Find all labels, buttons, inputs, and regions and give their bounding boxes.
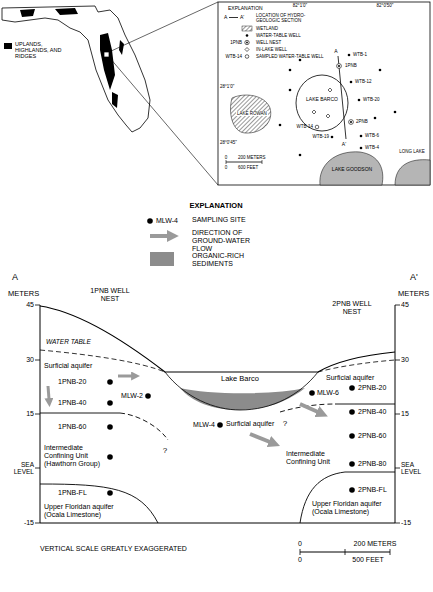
legend-text: LOCATION OF HYDRO-GEOLOGIC SECTION [256, 13, 312, 23]
section-label: Upper Floridan aquifer (Ocala Limestone) [312, 500, 394, 516]
section-label: Lake Barco [221, 375, 259, 383]
map-label: A' [240, 15, 244, 21]
map-label: WTB-19 [312, 134, 329, 139]
section-label: MLW-4 [193, 421, 215, 429]
map-label: 28°1'0" [220, 84, 234, 89]
section-label: 15 [26, 410, 34, 418]
section-label: 45 [401, 301, 409, 309]
section-label: Intermediate Confining Unit (Hawthorn Gr… [44, 444, 106, 467]
section-label: Intermediate Confining Unit [286, 450, 344, 466]
section-label: 1PNB-FL [58, 489, 87, 497]
legend-text: WELL NEST [256, 40, 281, 45]
section-label: ? [283, 420, 287, 429]
legend-text: ORGANIC-RICH SEDIMENTS [192, 252, 272, 268]
section-label: VERTICAL SCALE GREATLY EXAGGERATED [40, 545, 187, 553]
legend-swatch [150, 252, 174, 266]
map-label: WTB-20 [363, 97, 380, 102]
section-label: 1PNB-60 [58, 423, 86, 431]
section-label: 1PNB-20 [58, 378, 86, 386]
site-map [218, 2, 430, 185]
section-label: ? [163, 447, 167, 456]
map-label: 1PNB [345, 63, 357, 68]
section-label: MLW-2 [121, 392, 143, 400]
map-label: LAKE GOODSON [332, 167, 372, 173]
map-label: WTB-14 [296, 124, 313, 129]
section-label: Surficial aquifer [226, 420, 274, 428]
section-label: -15 [24, 519, 34, 527]
section-label: WATER TABLE [46, 338, 91, 345]
section-label: 500 FEET [352, 556, 384, 564]
section-label: MLW-4 [156, 217, 178, 225]
section-label: 2PNB-20 [358, 384, 386, 392]
map-label: 0 [225, 155, 228, 160]
map-label: WTB-12 [355, 79, 372, 84]
legend-swatch [4, 43, 12, 49]
section-label: Surficial aquifer [326, 374, 374, 382]
section-label: 2PNB-40 [358, 408, 386, 416]
map-label: WTB-14 [225, 54, 242, 59]
legend-text: UPLANDS, HIGHLANDS, AND RIDGES [15, 41, 77, 59]
section-label: 2PNB-FL [358, 486, 387, 494]
map-label: 82°0'50" [377, 3, 394, 8]
map-label: 200 METERS [238, 155, 266, 160]
map-label: 82°1'0" [293, 3, 307, 8]
legend-text: DIRECTION OF GROUND-WATER FLOW [192, 229, 272, 252]
section-label: 2PNB-80 [358, 460, 386, 468]
section-label: -15 [401, 519, 411, 527]
map-label: WTB-6 [365, 133, 379, 138]
section-label: METERS [398, 290, 429, 298]
section-label: EXPLANATION [189, 202, 242, 210]
legend-text: SAMPLED WATER-TABLE WELL [256, 54, 323, 59]
map-label: LAKE BARCO [306, 97, 338, 103]
section-label: A [12, 272, 18, 282]
section-label: 1PNB WELL NEST [89, 287, 131, 303]
section-label: 2PNB-60 [358, 432, 386, 440]
section-label: 200 METERS [354, 540, 397, 548]
section-label: 15 [401, 410, 409, 418]
map-label: 28°0'45" [220, 140, 237, 145]
section-label: SEA LEVEL [401, 461, 431, 476]
legend-text: IN-LAKE WELL [256, 47, 287, 52]
map-label: A [334, 49, 337, 55]
legend-text: SAMPLING SITE [192, 216, 246, 224]
map-label: EXPLANATION [228, 6, 263, 12]
map-label: A' [342, 142, 346, 148]
section-label: 30 [401, 356, 409, 364]
map-label: 0 [225, 165, 228, 170]
section-label: 0 [298, 540, 302, 548]
map-label: 600 FEET [238, 165, 258, 170]
map-label: WTB-4 [365, 145, 379, 150]
section-label: METERS [8, 290, 39, 298]
section-label: A' [410, 272, 418, 282]
map-label: WTB-1 [353, 52, 367, 57]
section-label: Surficial aquifer [44, 362, 92, 370]
section-label: Upper Floridan aquifer (Ocala Limestone) [44, 503, 136, 519]
section-label: 45 [26, 301, 34, 309]
florida-map [2, 2, 218, 185]
map-label: LAKE ROWAN [236, 111, 268, 116]
section-label: 0 [298, 556, 302, 564]
section-label: MLW-6 [317, 389, 339, 397]
legend-text: WATER-TABLE WELL [256, 33, 301, 38]
section-label: 30 [26, 356, 34, 364]
map-label: 1PNB [230, 40, 242, 45]
cross-section [35, 305, 400, 555]
map-label: A [224, 15, 227, 21]
section-label: 1PNB-40 [58, 399, 86, 407]
section-label: SEA LEVEL [4, 461, 34, 476]
legend-text: WETLAND [256, 26, 278, 31]
map-label: LONG LAKE [399, 149, 425, 154]
map-label: 2PNB [356, 119, 368, 124]
section-label: 2PNB WELL NEST [331, 300, 373, 316]
